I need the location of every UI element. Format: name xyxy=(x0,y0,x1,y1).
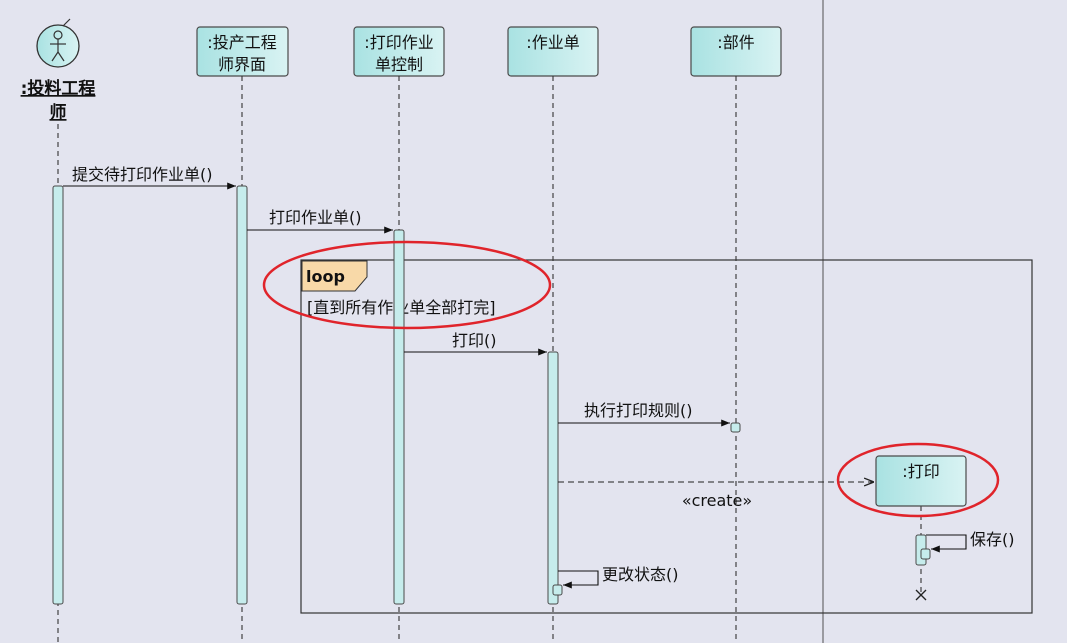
lifeline-head-interface[interactable]: :投产工程 师界面 xyxy=(196,26,289,77)
lifeline-head-component[interactable]: :部件 xyxy=(690,26,782,77)
loop-fragment[interactable] xyxy=(300,259,1033,614)
lifeline-lines xyxy=(57,76,922,643)
lifeline-component-label: :部件 xyxy=(717,33,754,52)
actor-icon[interactable] xyxy=(36,18,80,68)
activation-print-control xyxy=(393,229,405,605)
activation-self-work-order xyxy=(552,584,563,596)
message-label-save: 保存() xyxy=(970,530,1015,549)
actor-name-line2: 师 xyxy=(50,102,67,123)
lifeline-interface-line2: 师界面 xyxy=(218,55,266,74)
activation-actor xyxy=(52,185,64,605)
message-label-create: «create» xyxy=(682,491,752,510)
message-arrow-save[interactable] xyxy=(926,534,967,553)
created-print-object[interactable]: :打印 xyxy=(875,455,967,507)
activation-interface xyxy=(236,185,248,605)
lifeline-head-print-control[interactable]: :打印作业 单控制 xyxy=(353,26,445,77)
lifeline-control-line2: 单控制 xyxy=(375,55,423,74)
message-label-rules: 执行打印规则() xyxy=(584,401,693,420)
activation-work-order xyxy=(547,351,559,605)
loop-operator: loop xyxy=(306,267,345,286)
message-label-print: 打印() xyxy=(452,331,497,350)
message-label-change-status: 更改状态() xyxy=(602,565,679,584)
highlight-ellipse-loop xyxy=(262,240,552,330)
message-label-print-order: 打印作业单() xyxy=(269,208,362,227)
lifeline-work-order-label: :作业单 xyxy=(526,33,579,52)
lifeline-control-line1: :打印作业 xyxy=(364,33,433,52)
message-arrow-change-status[interactable] xyxy=(558,570,599,589)
lifeline-head-work-order[interactable]: :作业单 xyxy=(507,26,599,77)
created-print-label: :打印 xyxy=(902,462,939,481)
highlight-ellipse-print xyxy=(836,442,1000,518)
loop-tag xyxy=(301,260,368,292)
message-label-submit: 提交待打印作业单() xyxy=(72,165,213,184)
destroy-marker-icon xyxy=(915,589,927,601)
actor-name-line1: :投料工程 xyxy=(21,78,96,99)
lifeline-interface-line1: :投产工程 xyxy=(207,33,276,52)
activation-self-print xyxy=(920,548,931,560)
activation-component xyxy=(730,422,741,433)
